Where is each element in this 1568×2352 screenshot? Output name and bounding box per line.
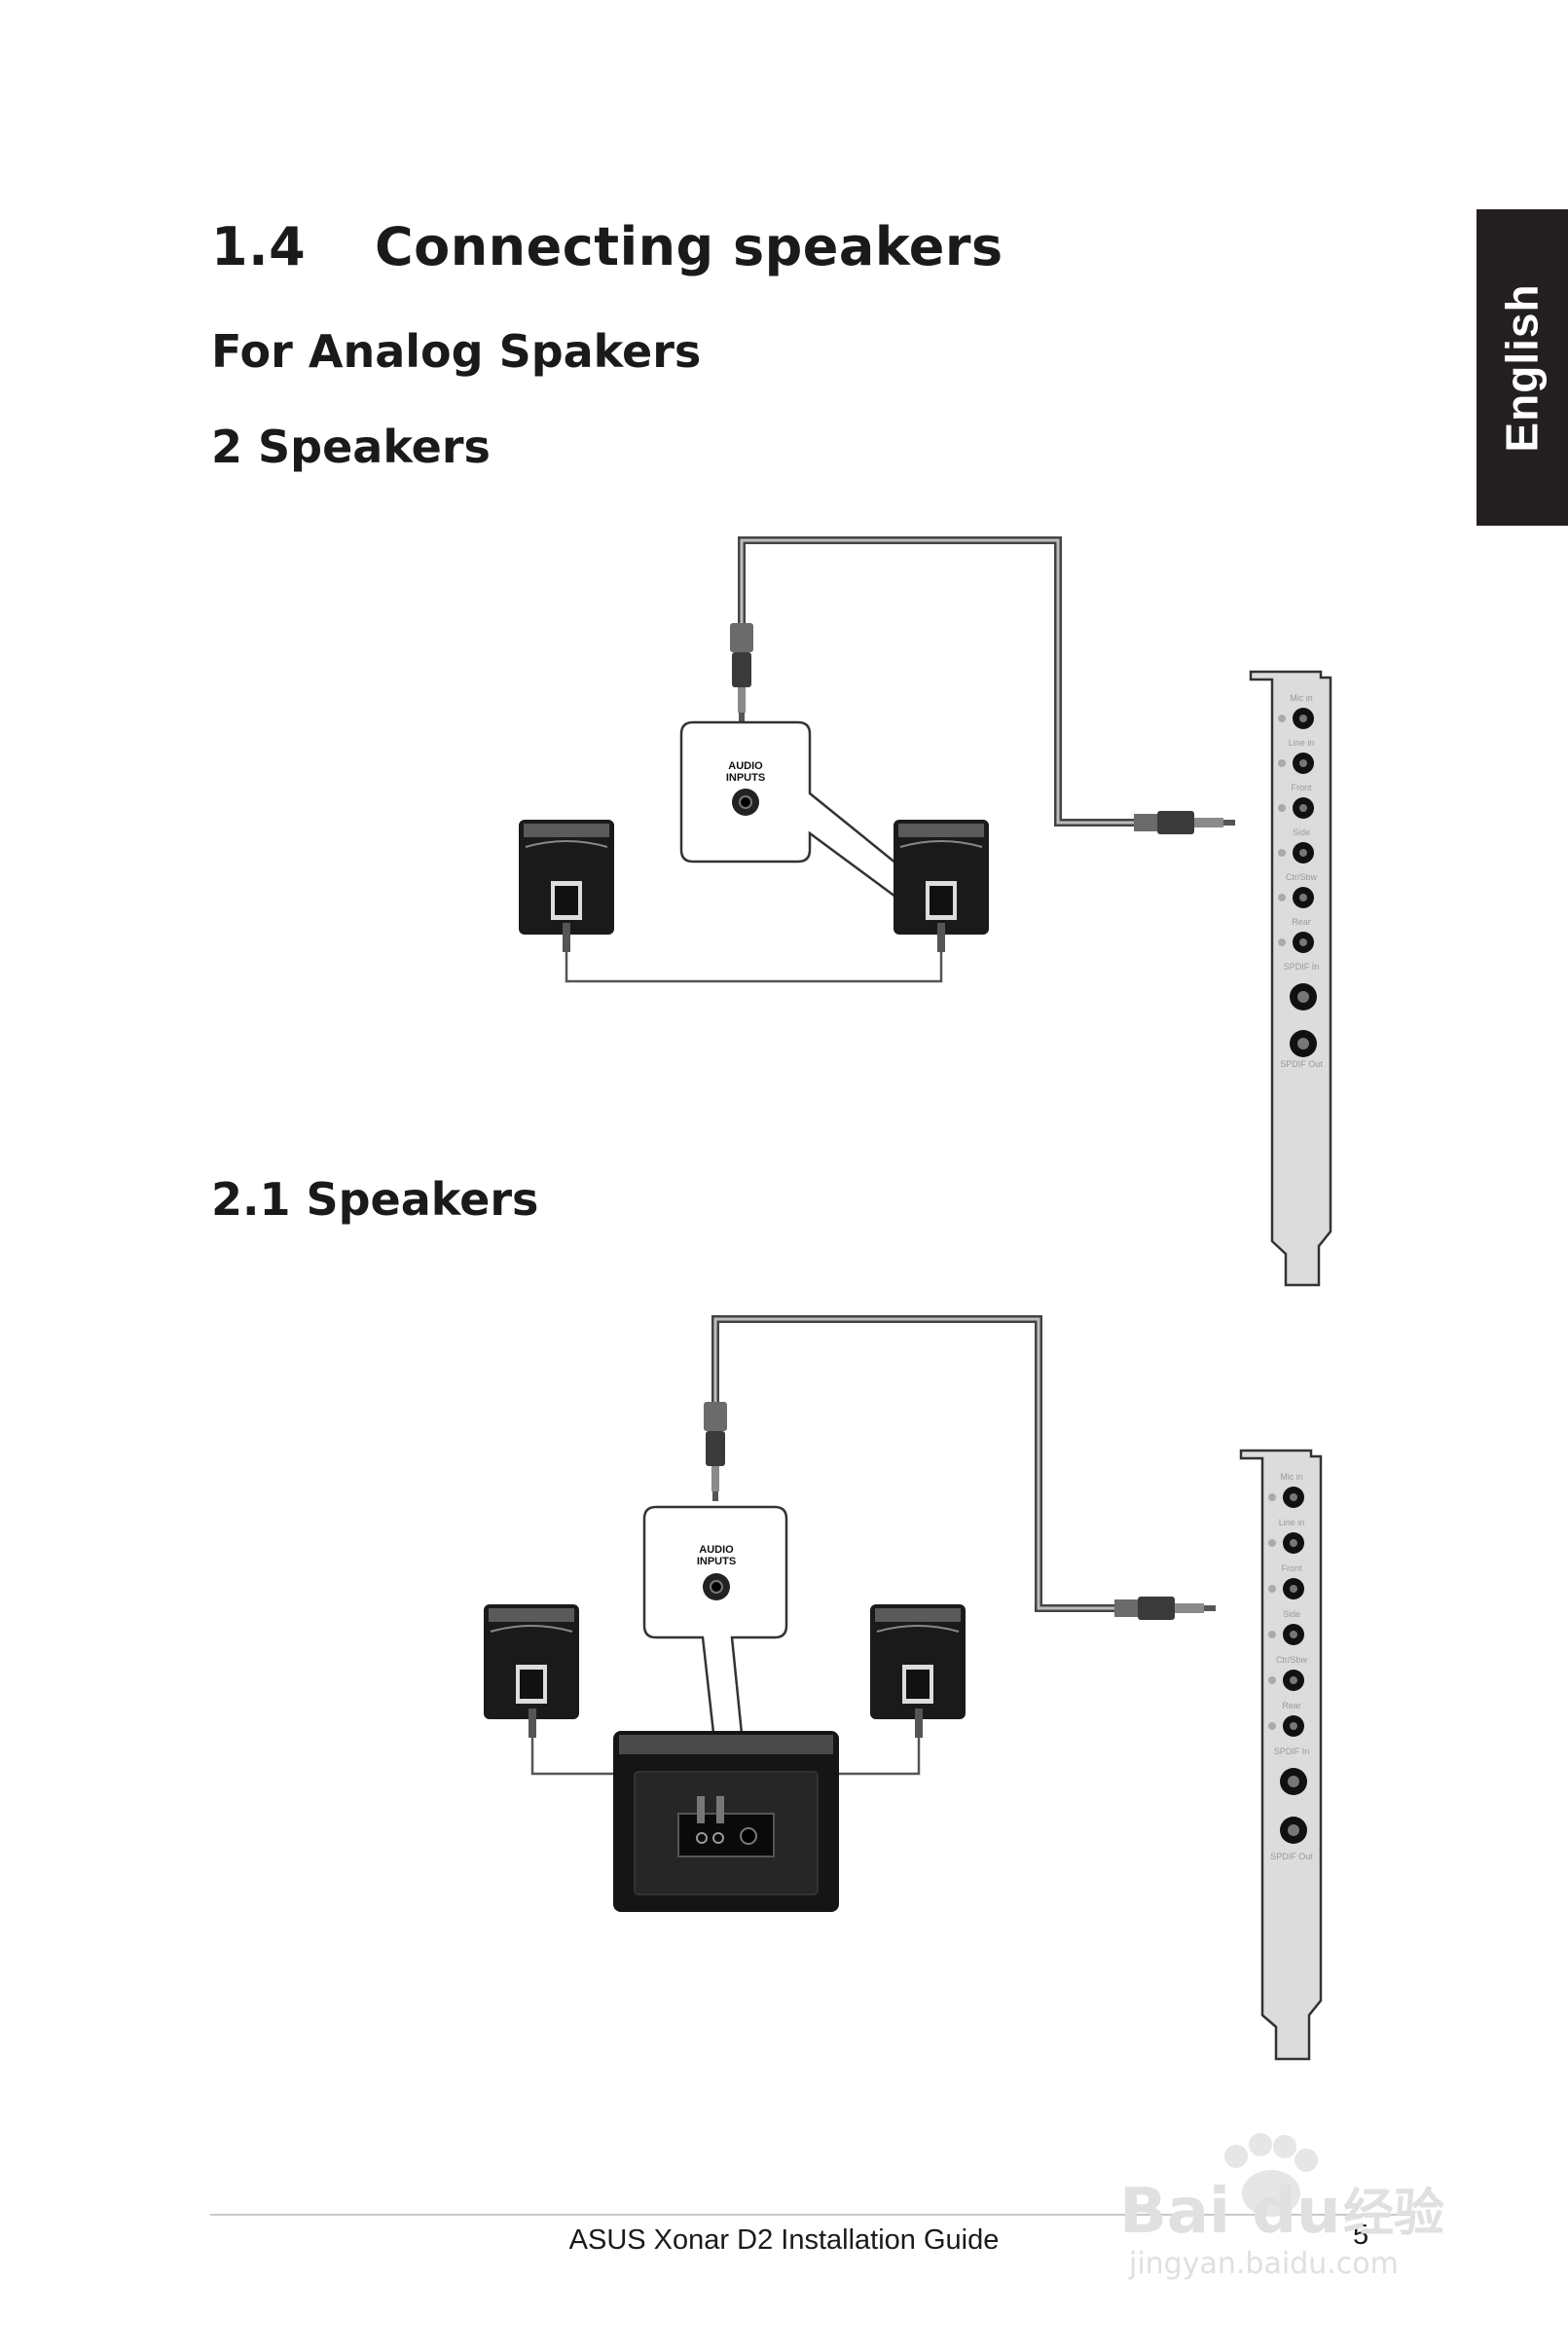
audio-inputs-label-b: AUDIO [699,1544,734,1556]
port-label-line-in-2: Line in [1279,1518,1305,1527]
port-label-spdif-in: SPDIF In [1284,962,1320,972]
main-cable-2 [711,1315,1119,1612]
audio-inputs-label: AUDIO [728,760,763,772]
watermark-cn: 经验 [1343,2185,1444,2243]
sound-card-bracket: Mic in Line in Front Side Ctr/Sbw Rear S… [1249,670,1332,1287]
plug-top [730,623,753,722]
port-label-mic-in: Mic in [1290,693,1313,703]
heading-2-speakers: 2 Speakers [211,421,491,473]
diagram-2-speakers: AUDIO INPUTS Mic in Line in Front Sid [519,536,1332,1287]
port-label-rear: Rear [1292,917,1311,927]
language-tab: English [1477,209,1568,526]
port-label-front: Front [1291,783,1312,792]
section-number: 1.4 [211,216,307,277]
audio-inputs-label-2: INPUTS [726,772,765,784]
port-label-rear-2: Rear [1282,1701,1301,1710]
watermark-url: jingyan.baidu.com [1128,2247,1399,2281]
port-label-side-2: Side [1283,1609,1300,1619]
subheading-analog: For Analog Spakers [211,325,702,378]
speaker-right-2 [870,1604,966,1719]
section-title: Connecting speakers [375,216,1003,277]
diagram-2-1-speakers: AUDIO INPUTS [484,1315,1323,2061]
footer-divider [210,2214,1412,2216]
speaker-left-2 [484,1604,579,1719]
plug-right [1134,811,1235,834]
port-label-line-in: Line in [1289,738,1315,748]
port-label-ctr-sbw-2: Ctr/Sbw [1276,1655,1308,1665]
audio-inputs-callout: AUDIO INPUTS [679,720,945,909]
watermark-brand: Bai du [1119,2176,1341,2248]
audio-inputs-callout-2: AUDIO INPUTS [642,1505,788,1813]
subwoofer [613,1731,839,1912]
plug-right-2 [1114,1597,1216,1620]
section-heading: 1.4 Connecting speakers [211,216,1003,277]
speaker-left [519,820,614,935]
port-label-spdif-in-2: SPDIF In [1274,1746,1310,1756]
language-tab-label: English [1497,282,1548,453]
page-number: 5 [1353,2220,1369,2251]
port-label-side: Side [1293,827,1310,837]
footer-title: ASUS Xonar D2 Installation Guide [568,2224,1000,2256]
baidu-jingyan-watermark: Bai du 经验 jingyan.baidu.com [1119,2133,1444,2281]
audio-inputs-label-b-2: INPUTS [697,1556,736,1567]
port-label-spdif-out-2: SPDIF Out [1270,1852,1313,1861]
speaker-link-cable [563,923,945,983]
speaker-right [893,820,989,935]
port-label-front-2: Front [1281,1563,1302,1573]
main-cable [738,536,1139,827]
sound-card-bracket-2: Mic in Line in Front Side Ctr/Sbw Rear S… [1239,1449,1323,2061]
heading-2-1-speakers: 2.1 Speakers [211,1173,539,1226]
port-label-spdif-out: SPDIF Out [1280,1059,1323,1069]
port-label-mic-in-2: Mic in [1280,1472,1303,1482]
plug-top-2 [704,1402,727,1501]
port-label-ctr-sbw: Ctr/Sbw [1286,872,1318,882]
